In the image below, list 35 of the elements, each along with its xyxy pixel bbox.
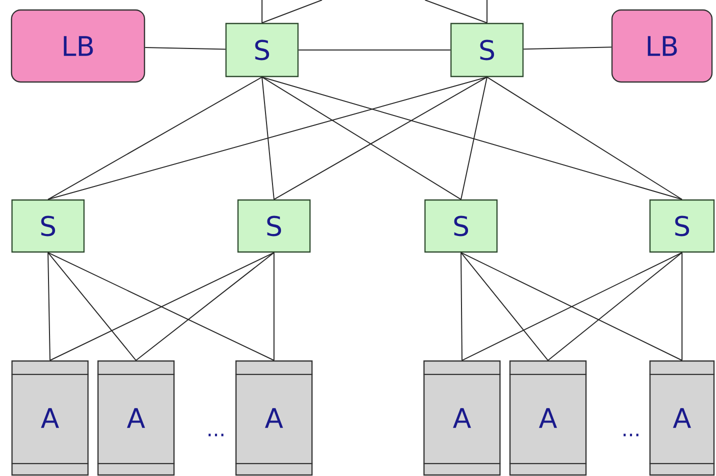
ellipsis: ... xyxy=(624,434,638,436)
load-balancer-box: LB xyxy=(10,9,146,83)
server-box: A xyxy=(649,360,715,476)
switch-box: S xyxy=(11,199,85,253)
connector-line xyxy=(523,46,612,50)
connector-line xyxy=(144,46,226,50)
ellipsis: ... xyxy=(208,434,224,436)
server-box: A xyxy=(97,360,175,476)
switch-box: S xyxy=(237,199,311,253)
load-balancer-box: LB xyxy=(611,9,713,83)
connector-line xyxy=(460,252,462,361)
server-box: A xyxy=(235,360,313,476)
connector-line xyxy=(262,0,322,24)
server-box: A xyxy=(423,360,501,476)
switch-box: S xyxy=(649,199,715,253)
switch-box: S xyxy=(450,22,524,78)
switch-box: S xyxy=(225,22,299,78)
connector-line xyxy=(460,76,488,200)
connector-line xyxy=(48,252,136,361)
connector-line xyxy=(486,0,488,24)
connector-line xyxy=(424,0,488,24)
connector-line xyxy=(48,76,488,200)
connector-line xyxy=(274,76,488,200)
connector-line xyxy=(486,76,682,200)
server-box: A xyxy=(11,360,89,476)
connector-line xyxy=(48,252,50,361)
connector-line xyxy=(262,76,274,200)
server-box: A xyxy=(509,360,587,476)
switch-box: S xyxy=(424,199,498,253)
connector-line xyxy=(548,252,682,361)
connector-line xyxy=(48,76,262,200)
connector-line xyxy=(262,76,682,200)
connector-line xyxy=(262,76,462,200)
connector-line xyxy=(460,252,548,361)
connector-line xyxy=(136,252,274,361)
